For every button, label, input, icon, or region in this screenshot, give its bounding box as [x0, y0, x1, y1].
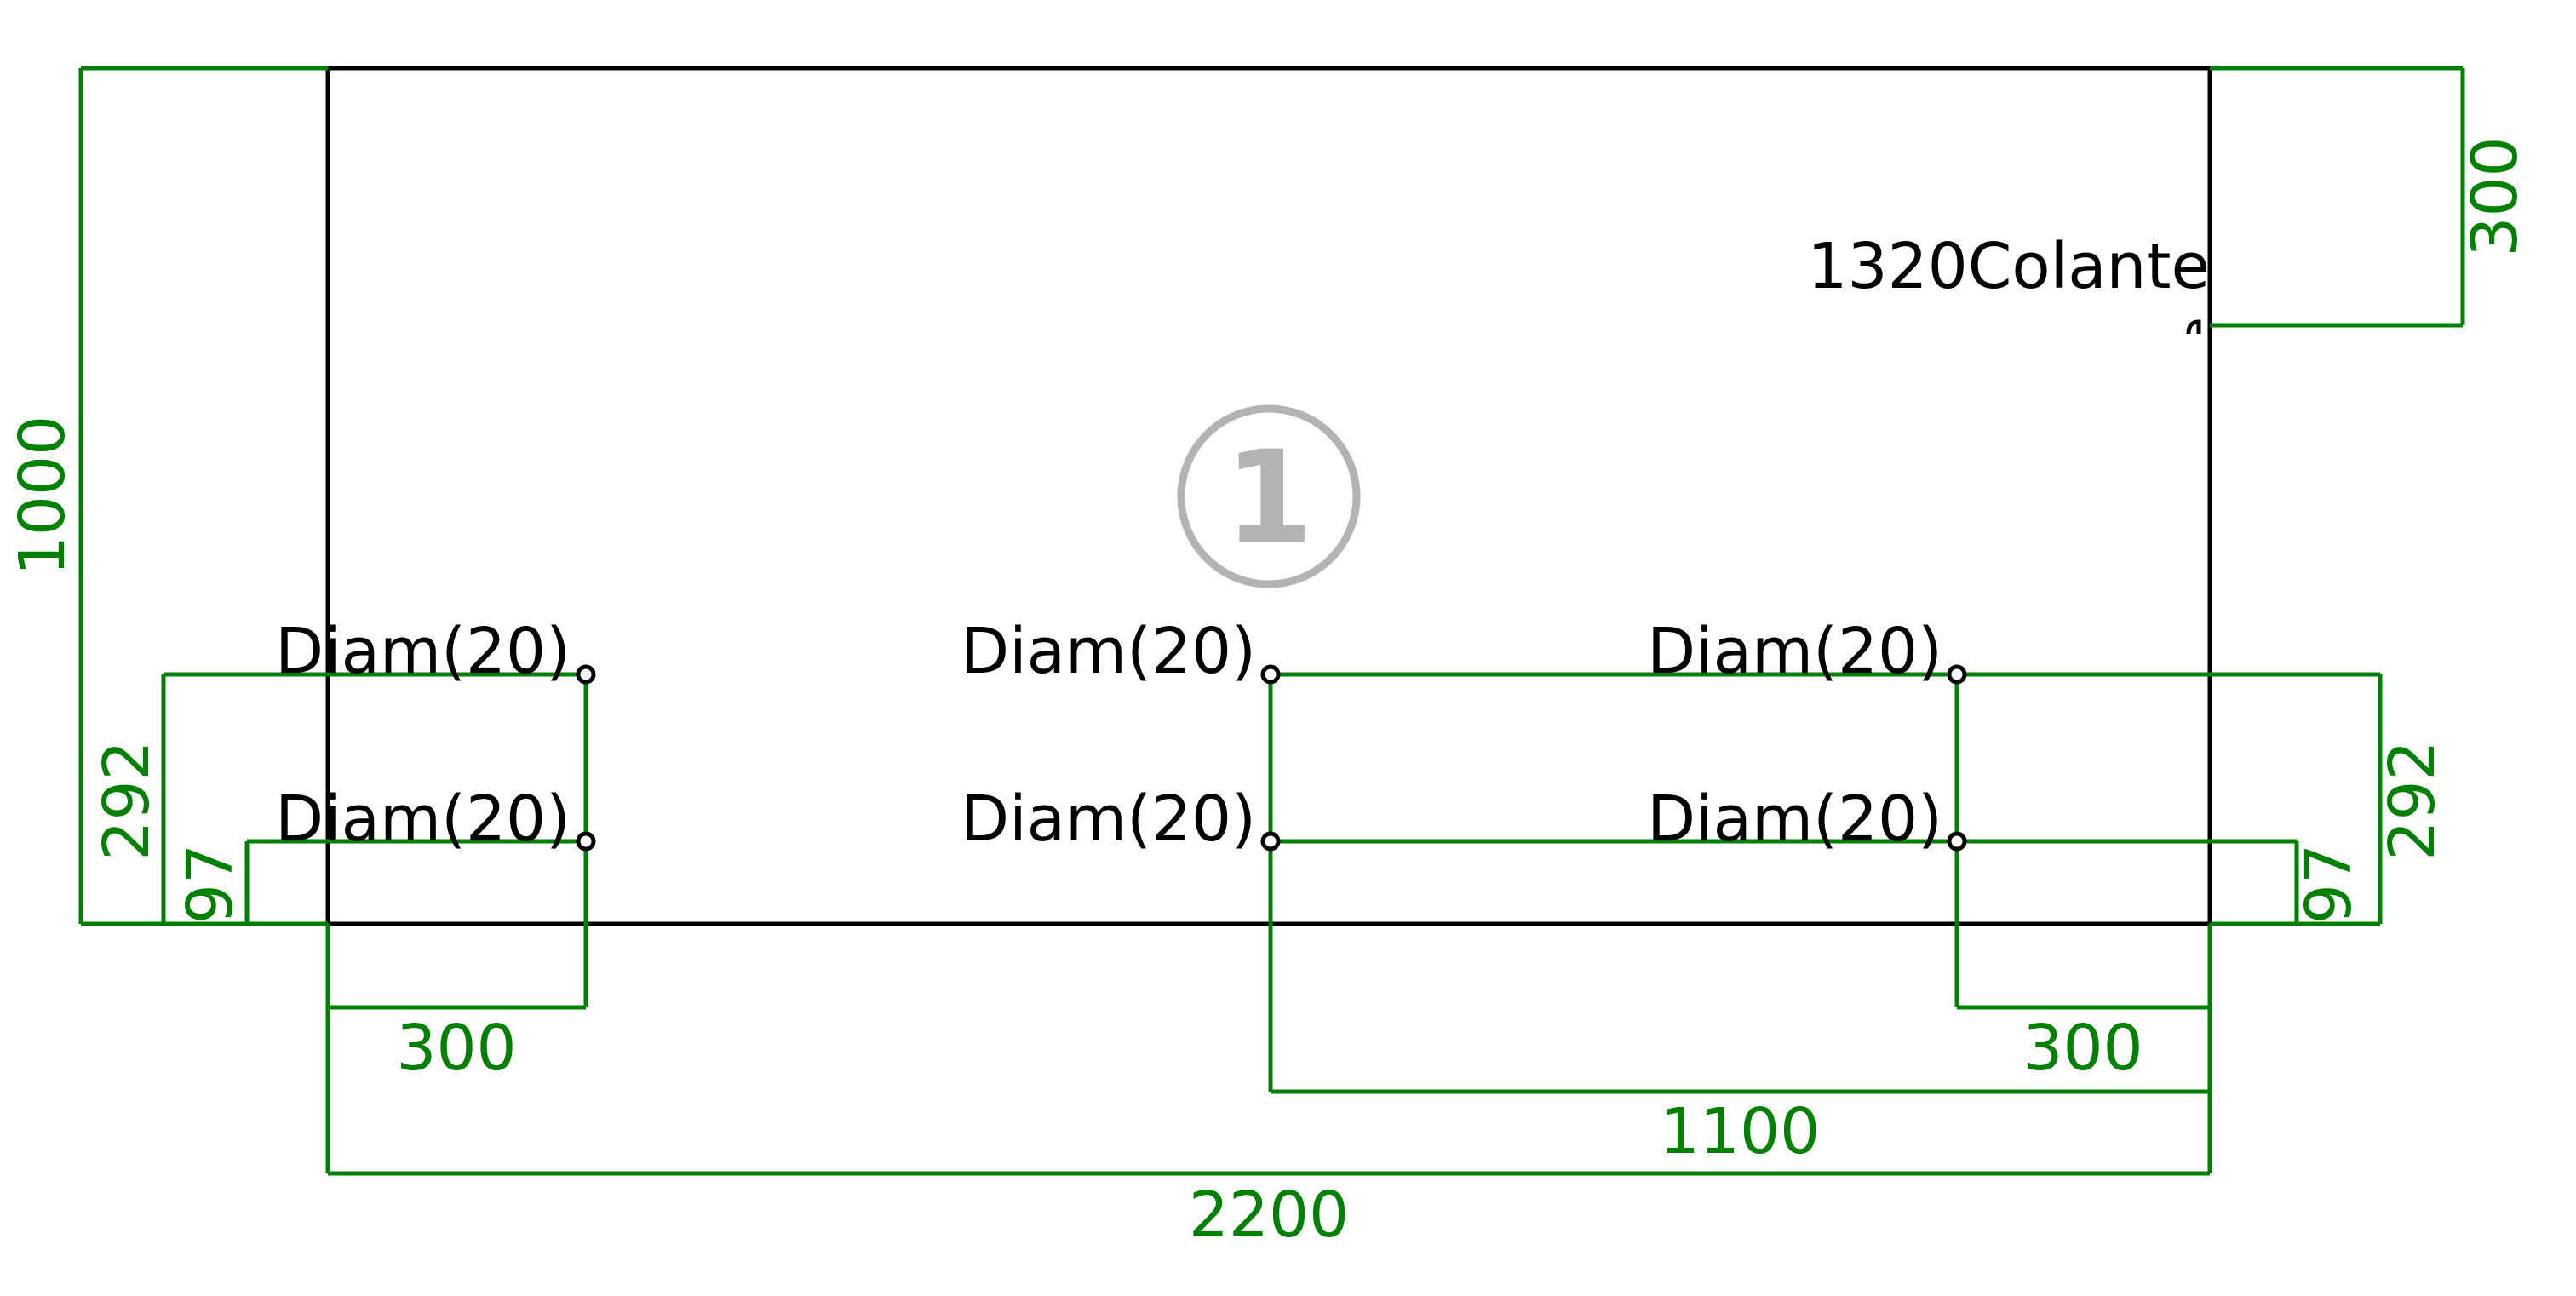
dimension-lines	[78, 66, 2465, 1176]
hole-label: Diam(20)	[275, 615, 571, 688]
edge-label: 1320Colante	[1807, 230, 2210, 303]
dimension-total-width: 2200	[1189, 1178, 1349, 1252]
hole-marker	[1947, 831, 1967, 852]
dimension-edge-label-offset: 300	[2458, 136, 2532, 256]
dimension-right-hole-x: 300	[2022, 1012, 2143, 1085]
hole-label: Diam(20)	[1647, 783, 1942, 856]
hole-marker	[1947, 664, 1967, 685]
dimension-left-lower-row: 97	[174, 844, 247, 924]
dimension-center-offset: 1100	[1660, 1095, 1820, 1168]
dimension-left-upper-row: 292	[90, 740, 164, 860]
hole-label: Diam(20)	[275, 783, 571, 856]
hole-marker	[1260, 664, 1281, 685]
part-marker-number: 1	[1225, 424, 1313, 572]
hole-label: Diam(20)	[961, 615, 1256, 688]
part-marker-circle	[1177, 404, 1361, 588]
dimension-left-hole-x: 300	[396, 1012, 516, 1085]
hole-label: Diam(20)	[961, 783, 1256, 856]
dimension-total-height: 1000	[6, 416, 79, 576]
edge-label-notch	[2186, 319, 2201, 335]
dimension-right-lower-row: 97	[2292, 844, 2366, 924]
hole-marker	[576, 664, 596, 685]
hole-label: Diam(20)	[1647, 615, 1942, 688]
dimension-right-upper-row: 292	[2376, 740, 2449, 860]
hole-marker	[1260, 831, 1281, 852]
hole-marker	[576, 831, 596, 852]
